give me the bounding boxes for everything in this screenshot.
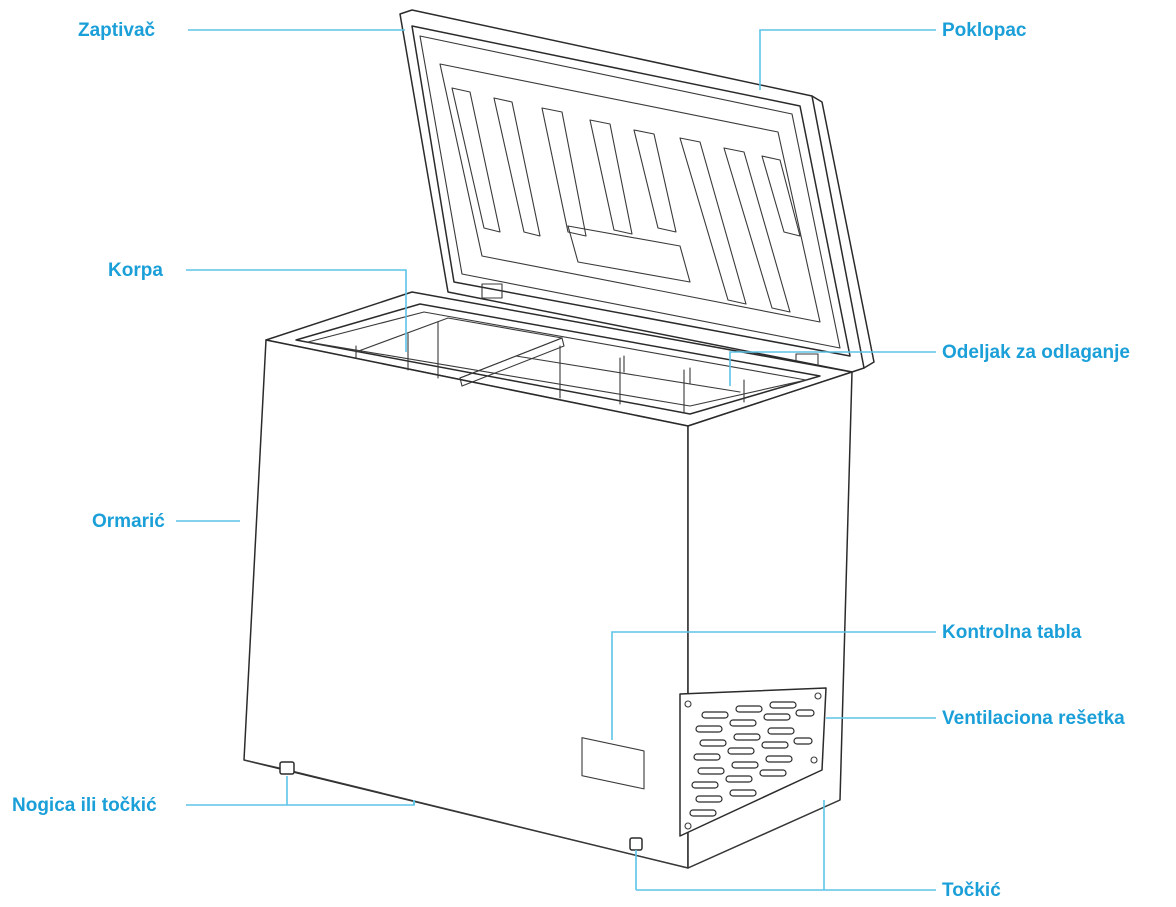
foot-left bbox=[279, 761, 295, 775]
label-ormaric: Ormarić bbox=[92, 511, 165, 532]
label-tockic: Točkić bbox=[942, 880, 1001, 901]
basket bbox=[355, 317, 565, 387]
vent-grille bbox=[679, 687, 827, 837]
label-poklopac: Poklopac bbox=[942, 20, 1027, 41]
control-panel bbox=[581, 737, 645, 790]
storage-compartment bbox=[515, 345, 745, 413]
label-odeljak: Odeljak za odlaganje bbox=[942, 342, 1130, 363]
lid-ribs bbox=[451, 87, 801, 313]
label-nogica: Nogica ili točkić bbox=[12, 795, 157, 816]
label-zaptivac: Zaptivač bbox=[78, 20, 156, 41]
labels: Zaptivač Poklopac Korpa Odeljak za odlag… bbox=[12, 20, 1130, 901]
freezer-illustration bbox=[243, 9, 875, 869]
label-ventilaciona-resetka: Ventilaciona rešetka bbox=[942, 708, 1125, 729]
lid bbox=[399, 9, 875, 373]
leader-lines bbox=[176, 29, 936, 891]
label-kontrolna-tabla: Kontrolna tabla bbox=[942, 622, 1082, 643]
wheel-right bbox=[629, 837, 643, 851]
label-korpa: Korpa bbox=[108, 260, 163, 281]
